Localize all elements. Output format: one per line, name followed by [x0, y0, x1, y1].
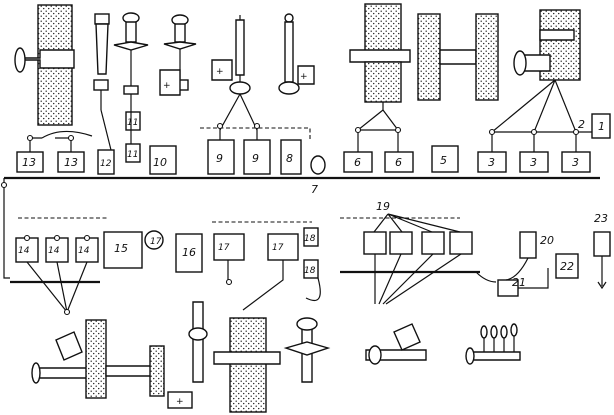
bottom-sketches: + — [31, 301, 521, 413]
label-13a: 13 — [22, 156, 36, 169]
machine-17a — [144, 230, 164, 250]
label-20: 20 — [540, 234, 554, 247]
workpiece-5 — [417, 13, 499, 101]
label-17a: 17 — [150, 237, 162, 247]
machine-15 — [103, 231, 143, 269]
label-10: 10 — [153, 156, 167, 169]
tool-spindle-2 — [113, 12, 149, 95]
label-2: 2 — [578, 118, 585, 131]
label-11a: 11 — [127, 118, 138, 128]
label-22: 22 — [560, 260, 574, 273]
machine-16 — [175, 233, 203, 273]
machine-19a — [363, 231, 387, 255]
label-14a: 14 — [18, 246, 30, 256]
label-9b: 9 — [252, 152, 259, 165]
bottom-row-machines: 14 14 14 15 17 16 17 17 18 18 19 — [3, 200, 611, 316]
label-18b: 18 — [304, 266, 316, 276]
label-7: 7 — [311, 183, 318, 196]
machine-7 — [310, 155, 326, 175]
label-15: 15 — [114, 242, 128, 255]
label-1: 1 — [598, 120, 605, 133]
label-23: 23 — [594, 212, 608, 225]
label-8: 8 — [286, 152, 293, 165]
machine-10 — [149, 145, 177, 175]
label-21: 21 — [512, 276, 526, 289]
label-13b: 13 — [64, 156, 78, 169]
machine-5 — [431, 145, 459, 173]
tool-spindle-3: + — [159, 14, 197, 96]
svg-text:+: + — [163, 81, 171, 91]
label-19: 19 — [376, 200, 390, 213]
label-16: 16 — [182, 246, 196, 259]
label-18a: 18 — [304, 234, 316, 244]
machine-12 — [97, 149, 115, 175]
label-11b: 11 — [127, 150, 138, 160]
label-17b: 17 — [218, 243, 230, 253]
label-3c: 3 — [572, 156, 579, 169]
machine-11b — [125, 143, 141, 163]
machine-9a — [207, 139, 235, 175]
label-14b: 14 — [48, 246, 60, 256]
machine-23 — [593, 231, 611, 257]
machine-19d — [449, 231, 473, 255]
top-row-machines: 13 13 12 11 11 10 9 9 8 7 6 6 5 — [0, 79, 611, 208]
machine-17c — [267, 233, 299, 261]
svg-text:+: + — [176, 397, 184, 407]
machine-19b — [389, 231, 413, 255]
label-6a: 6 — [354, 156, 361, 169]
workpiece-1 — [17, 49, 75, 69]
svg-text:+: + — [216, 67, 224, 77]
workpiece-3 — [513, 9, 581, 81]
machine-18a — [303, 227, 319, 247]
machine-19c — [421, 231, 445, 255]
fixture-block-2 — [364, 3, 402, 53]
label-17c: 17 — [272, 243, 284, 253]
label-14c: 14 — [78, 246, 90, 256]
label-6b: 6 — [395, 156, 402, 169]
machine-17b — [213, 233, 245, 261]
tool-spindle-1 — [93, 13, 110, 110]
machine-18b — [303, 259, 319, 279]
label-12: 12 — [100, 159, 112, 169]
tool-spindle-5: + — [278, 13, 315, 95]
top-sketches: + + + — [14, 3, 581, 126]
label-9a: 9 — [216, 152, 223, 165]
machine-22 — [555, 253, 579, 279]
machine-6b — [384, 151, 414, 173]
label-3b: 3 — [530, 156, 537, 169]
label-5: 5 — [440, 154, 447, 167]
machine-1 — [591, 113, 611, 139]
svg-text:+: + — [300, 72, 308, 82]
machine-8 — [280, 139, 302, 175]
machine-20 — [519, 231, 537, 259]
label-3a: 3 — [488, 156, 495, 169]
machine-11a — [125, 111, 141, 131]
tool-spindle-4: + — [211, 15, 251, 95]
